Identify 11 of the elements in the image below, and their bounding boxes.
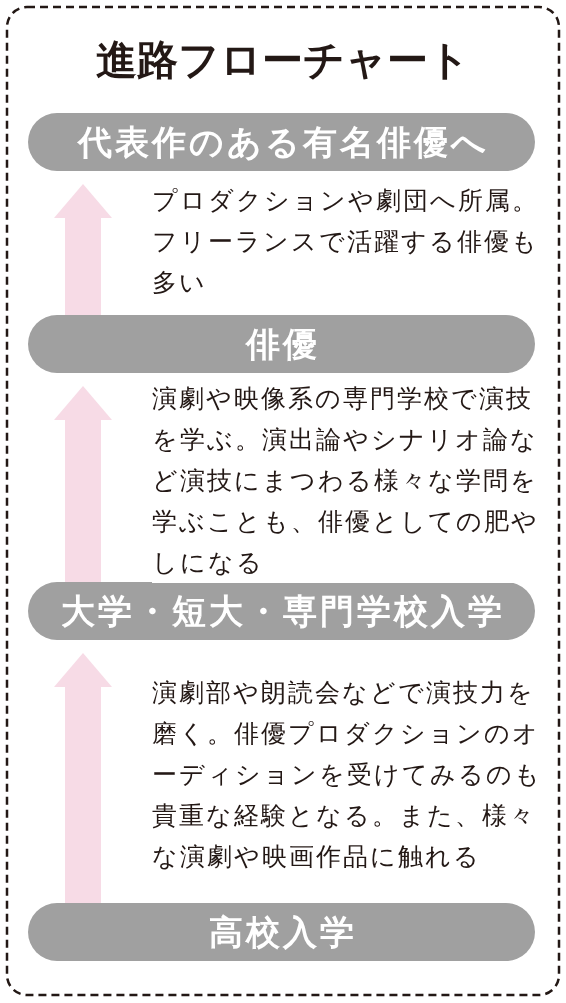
stage-title: 大学・短大・専門学校入学 xyxy=(60,591,505,631)
stage-pill xyxy=(28,113,535,171)
stage-title: 代表作のある有名俳優へ xyxy=(76,122,489,162)
chart-title: 進路フローチャート xyxy=(95,37,471,83)
stage-title: 俳優 xyxy=(244,324,320,364)
stage-pill xyxy=(28,315,535,373)
arrow xyxy=(54,184,112,315)
stage-title: 高校入学 xyxy=(208,912,357,952)
stage-pill xyxy=(28,903,535,961)
stage-pill xyxy=(28,582,535,640)
arrow xyxy=(54,386,112,582)
